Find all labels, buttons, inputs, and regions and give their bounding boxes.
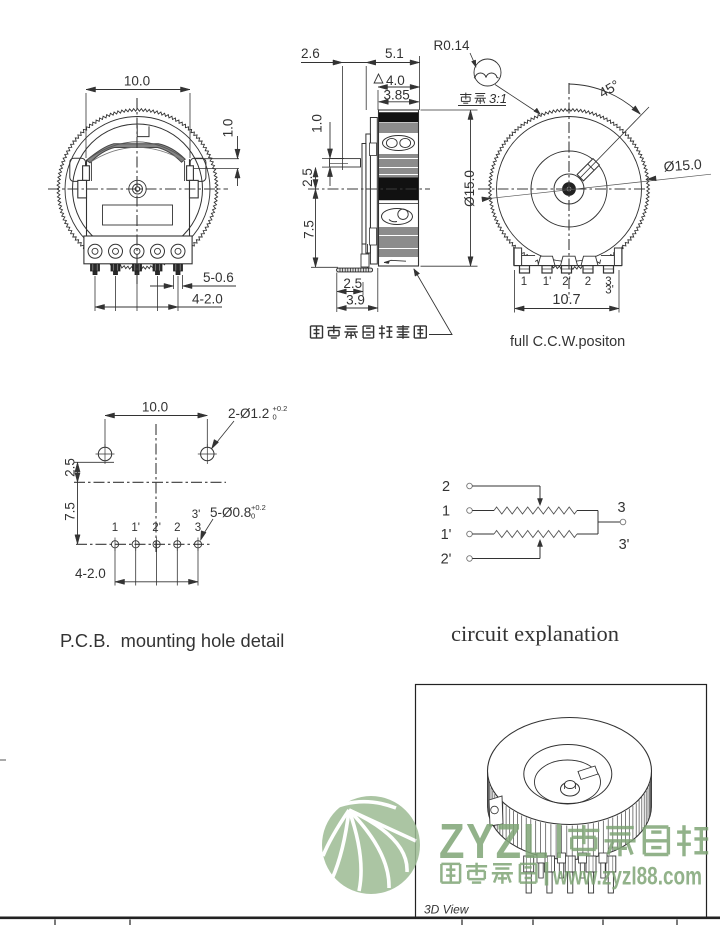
svg-text:3.85: 3.85 [384,88,410,103]
svg-text:3: 3 [617,500,625,516]
svg-text:7.5: 7.5 [63,502,78,521]
svg-text:3: 3 [605,276,611,288]
svg-text:10.0: 10.0 [142,400,168,415]
svg-text:4-2.0: 4-2.0 [75,566,106,581]
svg-text:1.0: 1.0 [310,114,325,133]
svg-text:2.5: 2.5 [300,168,315,187]
svg-text:3': 3' [192,509,201,521]
svg-text:P.C.B. mounting hole detail: P.C.B. mounting hole detail [60,630,284,651]
svg-text:5-0.6: 5-0.6 [203,270,234,285]
svg-text:2.6: 2.6 [301,46,320,61]
svg-text:0: 0 [251,512,255,521]
svg-text:2.5: 2.5 [63,458,78,477]
svg-text:full C.C.W.positon: full C.C.W.positon [510,334,625,350]
svg-text:4-2.0: 4-2.0 [192,292,223,307]
svg-text:1: 1 [112,522,118,534]
svg-text:1': 1' [543,276,552,288]
svg-text:Ø15.0: Ø15.0 [663,156,702,175]
svg-text:5-Ø0.8: 5-Ø0.8 [210,505,251,520]
svg-text:10.0: 10.0 [124,74,150,89]
svg-text:5.1: 5.1 [385,46,404,61]
svg-text:1.0: 1.0 [221,119,236,138]
svg-text:3D View: 3D View [424,903,470,917]
svg-text:3: 3 [195,522,201,534]
svg-text:3': 3' [605,285,614,297]
svg-text:7.5: 7.5 [302,220,317,239]
svg-text:1: 1 [521,276,527,288]
svg-text:1: 1 [442,504,450,520]
svg-text:2-Ø1.2: 2-Ø1.2 [228,406,269,421]
svg-text:Ø15.0: Ø15.0 [462,170,477,207]
svg-text:circuit explanation: circuit explanation [451,621,619,646]
svg-text:+0.2: +0.2 [251,503,266,512]
svg-text:3': 3' [619,537,630,553]
svg-text:www.zyzl88.com: www.zyzl88.com [552,863,702,891]
svg-text:2: 2 [442,479,450,495]
svg-text:2: 2 [174,522,180,534]
svg-text:0: 0 [273,413,277,422]
svg-text:ZYZL: ZYZL [439,815,550,869]
svg-text:R0.14: R0.14 [434,38,471,53]
svg-text:2.5: 2.5 [343,276,362,291]
svg-text:3:1: 3:1 [489,91,507,106]
svg-text:10.7: 10.7 [552,292,580,308]
svg-text:2: 2 [585,276,591,288]
svg-text:1': 1' [131,522,140,534]
svg-text:2': 2' [562,276,571,288]
svg-text:3.9: 3.9 [346,293,365,308]
svg-text:2': 2' [152,522,161,534]
svg-text:+0.2: +0.2 [273,404,288,413]
svg-text:1': 1' [441,527,452,543]
svg-text:4.0: 4.0 [386,73,405,88]
svg-text:2': 2' [441,552,452,568]
